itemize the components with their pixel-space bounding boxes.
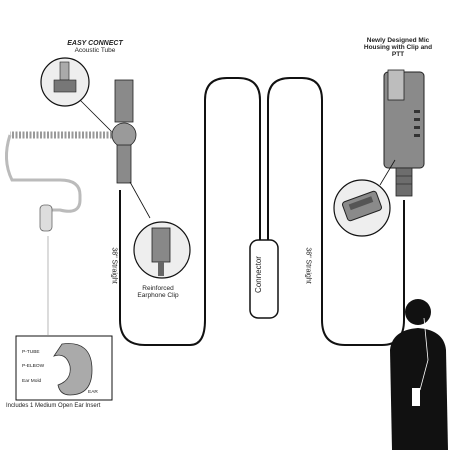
p-tube-label: P-TUBE — [22, 350, 40, 355]
includes-label: Includes 1 Medium Open Ear Insert — [6, 403, 101, 409]
acoustic-tube-label: Acoustic Tube — [74, 47, 116, 54]
easy-connect-circle — [40, 57, 113, 133]
straight-left-label: 38" Straight — [110, 247, 118, 284]
reinforced-clip-label: Reinforced Earphone Clip — [137, 285, 179, 299]
ear-mold-label: Ear Mold — [22, 379, 42, 384]
mic-housing-label: Newly Designed Mic Housing with Clip and… — [363, 37, 433, 58]
easy-connect-label: EASY CONNECT — [67, 40, 123, 47]
acoustic-tube-coil — [5, 131, 112, 232]
ear-label: EAR — [88, 390, 98, 395]
straight-right-label: 38" Straight — [304, 247, 312, 284]
connector-label: Connector — [253, 256, 263, 293]
clip-detail-circle — [333, 159, 396, 237]
mic-housing-ptt — [383, 69, 425, 197]
earpiece-body — [111, 79, 137, 184]
reinforced-clip-circle — [129, 181, 191, 279]
person-silhouette — [390, 299, 448, 450]
p-elbow-label: P-ELBOW — [22, 364, 45, 369]
ear-inset-box — [15, 236, 113, 401]
cable-left-loop — [119, 77, 261, 346]
connector-box — [249, 239, 279, 319]
